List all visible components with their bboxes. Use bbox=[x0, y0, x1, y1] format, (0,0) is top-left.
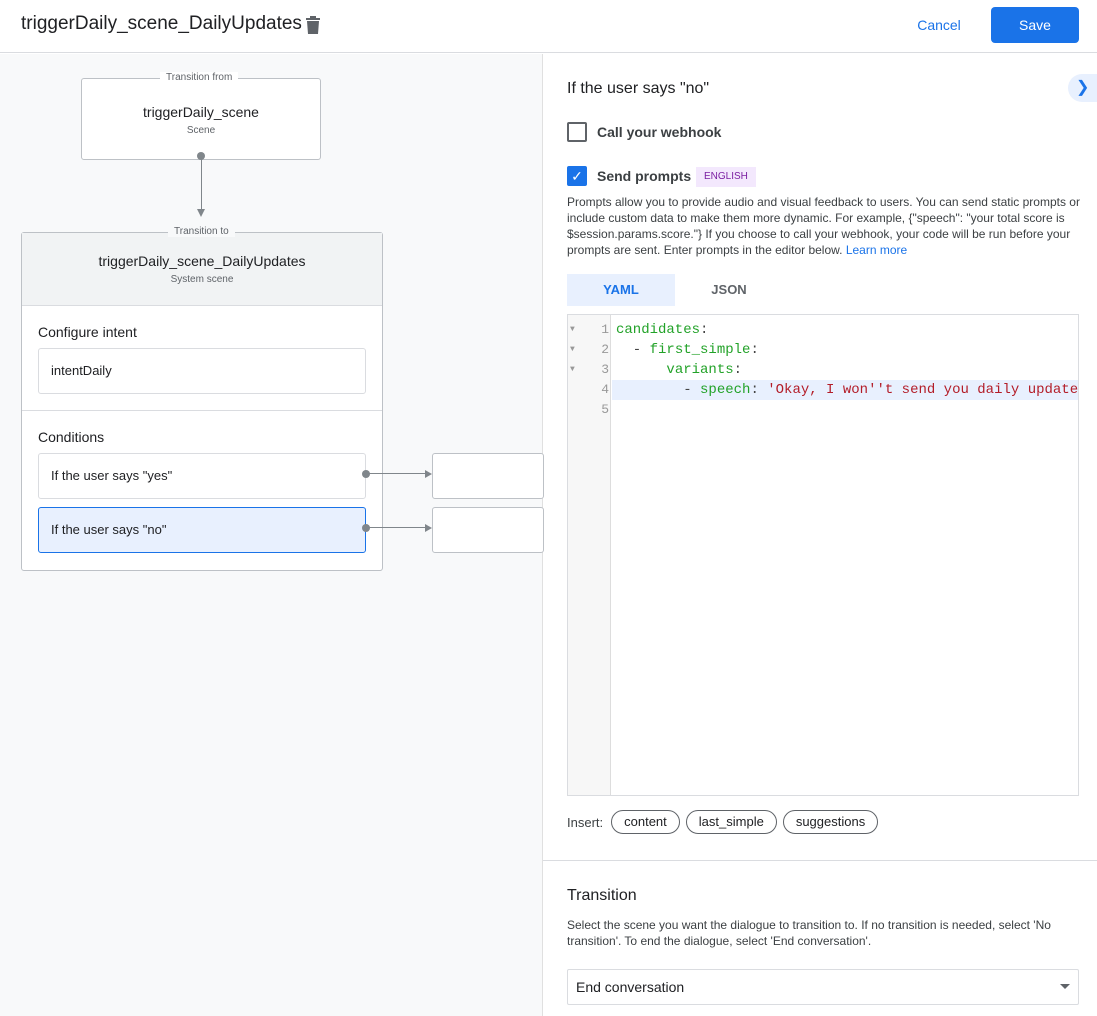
insert-label: Insert: bbox=[567, 814, 604, 830]
arrow-right-icon bbox=[425, 524, 432, 532]
prompts-description: Prompts allow you to provide audio and v… bbox=[567, 194, 1082, 258]
connector-dot bbox=[197, 152, 205, 160]
transition-description: Select the scene you want the dialogue t… bbox=[567, 918, 1051, 948]
chevron-right-icon[interactable]: ❯ bbox=[1068, 74, 1097, 102]
panel-title: If the user says "no" bbox=[567, 80, 710, 97]
language-badge: ENGLISH bbox=[696, 167, 756, 187]
insert-content-chip[interactable]: content bbox=[611, 810, 680, 834]
save-button[interactable]: Save bbox=[991, 7, 1079, 43]
divider bbox=[543, 860, 1097, 861]
connector-dot bbox=[362, 470, 370, 478]
active-line-highlight bbox=[612, 380, 1078, 400]
transition-to-label: Transition to bbox=[168, 226, 235, 237]
intent-item[interactable]: intentDaily bbox=[38, 348, 366, 394]
target-scene-box[interactable] bbox=[432, 507, 544, 553]
code-content: candidates: - first_simple: variants: - … bbox=[616, 322, 1078, 398]
condition-yes[interactable]: If the user says "yes" bbox=[38, 453, 366, 499]
gutter bbox=[568, 315, 611, 795]
connector-line bbox=[201, 158, 202, 212]
line-number: 3 bbox=[601, 362, 609, 377]
tab-yaml[interactable]: YAML bbox=[567, 274, 675, 306]
target-scene-box[interactable] bbox=[432, 453, 544, 499]
arrow-right-icon bbox=[425, 470, 432, 478]
from-scene-name: triggerDaily_scene bbox=[143, 104, 259, 120]
scene-card: triggerDaily_scene_DailyUpdates System s… bbox=[21, 226, 383, 571]
transition-heading: Transition bbox=[567, 887, 637, 904]
condition-no[interactable]: If the user says "no" bbox=[38, 507, 366, 553]
trash-icon[interactable] bbox=[305, 15, 321, 35]
connector-dot bbox=[362, 524, 370, 532]
scene-type: System scene bbox=[170, 274, 234, 285]
arrow-down-icon bbox=[197, 209, 205, 217]
conditions-heading: Conditions bbox=[38, 429, 105, 445]
webhook-label: Call your webhook bbox=[597, 124, 722, 140]
connector-line bbox=[368, 527, 426, 528]
transition-select[interactable]: End conversation bbox=[567, 969, 1079, 1005]
configure-intent-heading: Configure intent bbox=[38, 324, 137, 340]
cancel-button[interactable]: Cancel bbox=[903, 8, 975, 42]
from-scene-type: Scene bbox=[186, 125, 216, 136]
line-number: 1 bbox=[601, 322, 609, 337]
line-number: 5 bbox=[601, 402, 609, 417]
selected-value: End conversation bbox=[576, 979, 685, 995]
transition-from-card[interactable]: Transition from triggerDaily_scene Scene bbox=[81, 72, 321, 160]
webhook-checkbox[interactable] bbox=[567, 122, 587, 142]
page-title: triggerDaily_scene_DailyUpdates bbox=[21, 13, 302, 34]
send-prompts-label: Send prompts bbox=[597, 168, 692, 184]
connector-line bbox=[368, 473, 426, 474]
insert-row: Insert: content last_simple suggestions bbox=[567, 810, 884, 834]
transition-from-label: Transition from bbox=[160, 72, 239, 83]
insert-suggestions-chip[interactable]: suggestions bbox=[782, 810, 879, 834]
learn-more-link[interactable]: Learn more bbox=[845, 243, 908, 257]
send-prompts-checkbox[interactable]: ✓ bbox=[567, 166, 587, 186]
top-bar: triggerDaily_scene_DailyUpdates Cancel S… bbox=[0, 0, 1097, 53]
description-text: Prompts allow you to provide audio and v… bbox=[567, 195, 1080, 257]
line-number: 4 bbox=[601, 382, 609, 397]
dropdown-arrow-icon bbox=[1060, 984, 1070, 989]
line-number: 2 bbox=[601, 342, 609, 357]
scene-name: triggerDaily_scene_DailyUpdates bbox=[98, 253, 306, 269]
insert-last-simple-chip[interactable]: last_simple bbox=[685, 810, 777, 834]
divider bbox=[22, 410, 382, 411]
condition-panel: ❯ If the user says "no" Call your webhoo… bbox=[543, 54, 1097, 1016]
scene-canvas: Transition from triggerDaily_scene Scene… bbox=[0, 54, 544, 1016]
tab-json[interactable]: JSON bbox=[711, 282, 747, 297]
